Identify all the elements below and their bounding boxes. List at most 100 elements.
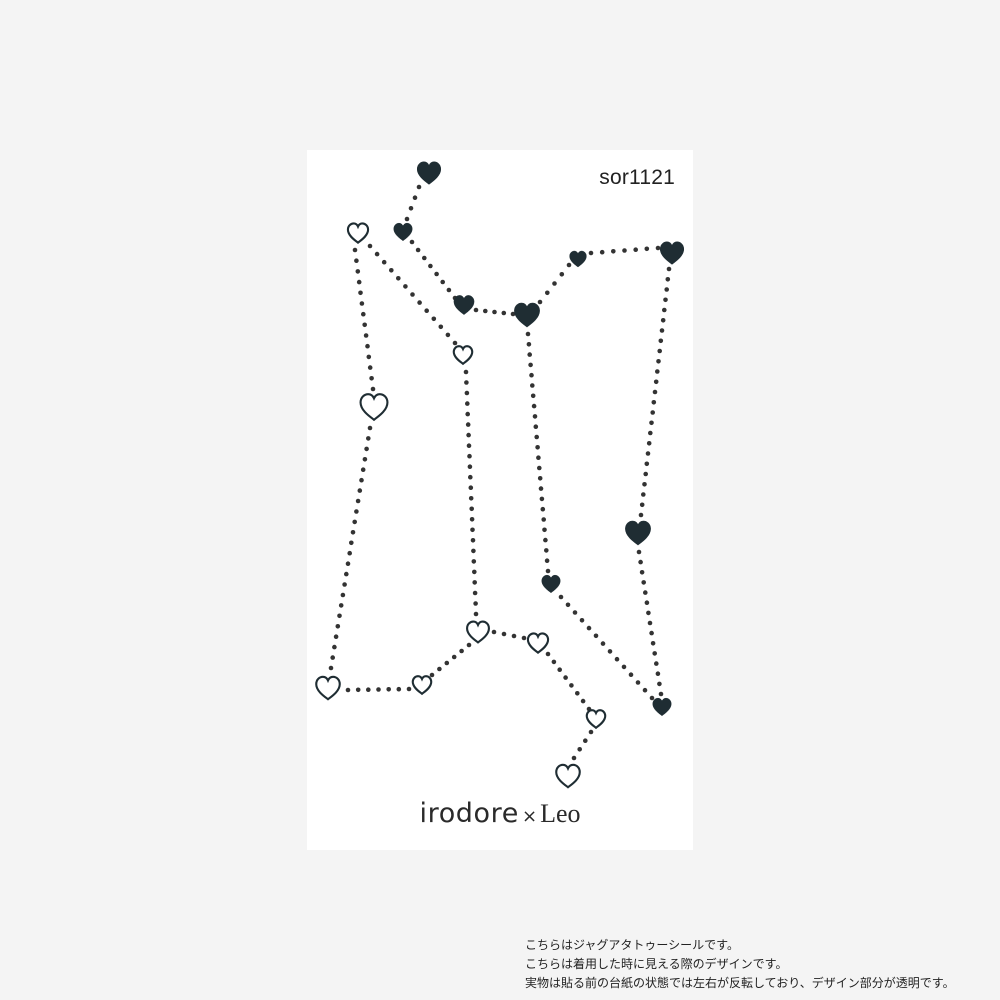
constellation-dot bbox=[355, 687, 361, 693]
constellation-dot bbox=[470, 538, 476, 543]
constellation-dot bbox=[559, 272, 565, 277]
constellation-dot bbox=[534, 434, 539, 440]
filled-heart-icon bbox=[393, 222, 413, 242]
constellation-dot bbox=[438, 324, 444, 330]
filled-heart-icon bbox=[453, 295, 475, 315]
constellation-dot bbox=[657, 348, 662, 354]
constellation-dot bbox=[328, 665, 334, 671]
constellation-dot bbox=[583, 738, 588, 743]
constellation-dot bbox=[536, 455, 541, 461]
outline-heart-icon bbox=[585, 709, 607, 730]
constellation-dot bbox=[468, 485, 474, 491]
constellation-dot bbox=[332, 644, 337, 650]
constellation-dot bbox=[537, 299, 543, 305]
constellation-dot bbox=[416, 184, 422, 190]
constellation-dot bbox=[366, 687, 371, 692]
constellation-dot bbox=[466, 432, 471, 438]
constellation-dot bbox=[643, 590, 648, 595]
outline-heart-icon bbox=[411, 675, 433, 696]
constellation-dot bbox=[635, 680, 641, 685]
hearts bbox=[315, 161, 685, 789]
constellation-dot bbox=[644, 600, 650, 605]
constellation-dot bbox=[347, 550, 352, 556]
constellation-dot bbox=[638, 559, 643, 565]
outline-heart-icon bbox=[346, 222, 370, 244]
constellation-dot bbox=[464, 390, 470, 396]
constellation-dot bbox=[396, 276, 401, 281]
constellation-dot bbox=[359, 301, 365, 306]
constellation-dot bbox=[633, 247, 638, 252]
constellation-dot bbox=[469, 506, 474, 512]
constellation-dot bbox=[644, 246, 650, 252]
constellation-dot bbox=[649, 695, 655, 701]
outline-heart-icon bbox=[452, 345, 474, 366]
constellation-dot bbox=[531, 403, 537, 409]
constellation-dot bbox=[646, 441, 652, 446]
constellation-dot bbox=[593, 633, 599, 639]
constellation-dot bbox=[365, 343, 370, 349]
constellation-dot bbox=[540, 506, 546, 512]
constellation-dot bbox=[360, 467, 366, 473]
constellation-dot bbox=[422, 255, 427, 261]
constellation-dot bbox=[471, 548, 476, 554]
constellation-dot bbox=[656, 359, 661, 364]
note-line: 実物は貼る前の台紙の状態では左右が反転しており、デザイン部分が透明です。 bbox=[525, 976, 955, 990]
constellation-dot bbox=[665, 277, 671, 282]
constellation-dot bbox=[545, 651, 551, 657]
constellation-dot bbox=[569, 683, 574, 688]
constellation-dot bbox=[611, 249, 616, 254]
brand-name: irodore bbox=[419, 798, 519, 829]
constellation-dot bbox=[565, 602, 571, 608]
constellation-dot bbox=[376, 687, 381, 692]
description-notes: こちらはジャグアタトゥーシールです。 こちらは着用した時に見える際のデザインです… bbox=[525, 936, 955, 993]
constellation-dot bbox=[537, 465, 542, 471]
constellation-dot bbox=[648, 430, 653, 436]
constellation-dot bbox=[357, 488, 363, 493]
constellation-dot bbox=[362, 322, 367, 328]
constellation-dot bbox=[396, 686, 402, 692]
constellation-dot bbox=[647, 620, 653, 626]
constellation-dot bbox=[541, 517, 546, 522]
constellation-dot bbox=[473, 611, 479, 617]
constellation-dot bbox=[370, 386, 376, 392]
constellation-dot bbox=[577, 747, 582, 752]
constellation-dot bbox=[451, 654, 457, 660]
constellation-dot bbox=[530, 393, 536, 399]
constellation-dot bbox=[468, 474, 473, 480]
constellation-dot bbox=[652, 651, 657, 656]
constellation-dot bbox=[639, 502, 645, 508]
constellation-dot bbox=[352, 247, 358, 253]
filled-heart-icon bbox=[652, 697, 672, 717]
constellation-dot bbox=[539, 496, 545, 502]
constellation-dot bbox=[658, 338, 664, 344]
constellation-dot bbox=[386, 687, 391, 692]
constellation-dot bbox=[586, 625, 592, 631]
constellation-dot bbox=[642, 687, 648, 693]
outline-heart-icon bbox=[466, 620, 490, 644]
constellation-dot bbox=[473, 307, 479, 313]
constellation-dot bbox=[404, 216, 410, 222]
constellation-dot bbox=[345, 687, 351, 693]
constellation-dot bbox=[406, 686, 412, 692]
constellation-dot bbox=[579, 618, 585, 623]
constellation-dot bbox=[466, 642, 472, 648]
constellation-dot bbox=[459, 648, 464, 654]
constellation-dot bbox=[600, 641, 606, 646]
constellation-dot bbox=[529, 372, 534, 378]
constellation-dot bbox=[642, 482, 647, 487]
constellation-artwork bbox=[315, 161, 685, 789]
constellation-dot bbox=[649, 420, 654, 426]
constellation-dot bbox=[472, 580, 477, 585]
constellation-dot bbox=[340, 592, 346, 598]
constellation-dot bbox=[521, 635, 527, 641]
filled-heart-icon bbox=[416, 161, 442, 185]
constellation-dot bbox=[389, 268, 394, 273]
constellation-dot bbox=[355, 498, 361, 504]
constellation-dot bbox=[652, 389, 658, 395]
constellation-dot bbox=[364, 446, 369, 452]
constellation-dot bbox=[641, 580, 646, 585]
constellation-dot bbox=[636, 549, 642, 555]
constellation-dot bbox=[588, 729, 594, 735]
constellation-dot bbox=[410, 292, 415, 297]
brand-partner: Leo bbox=[540, 799, 581, 828]
